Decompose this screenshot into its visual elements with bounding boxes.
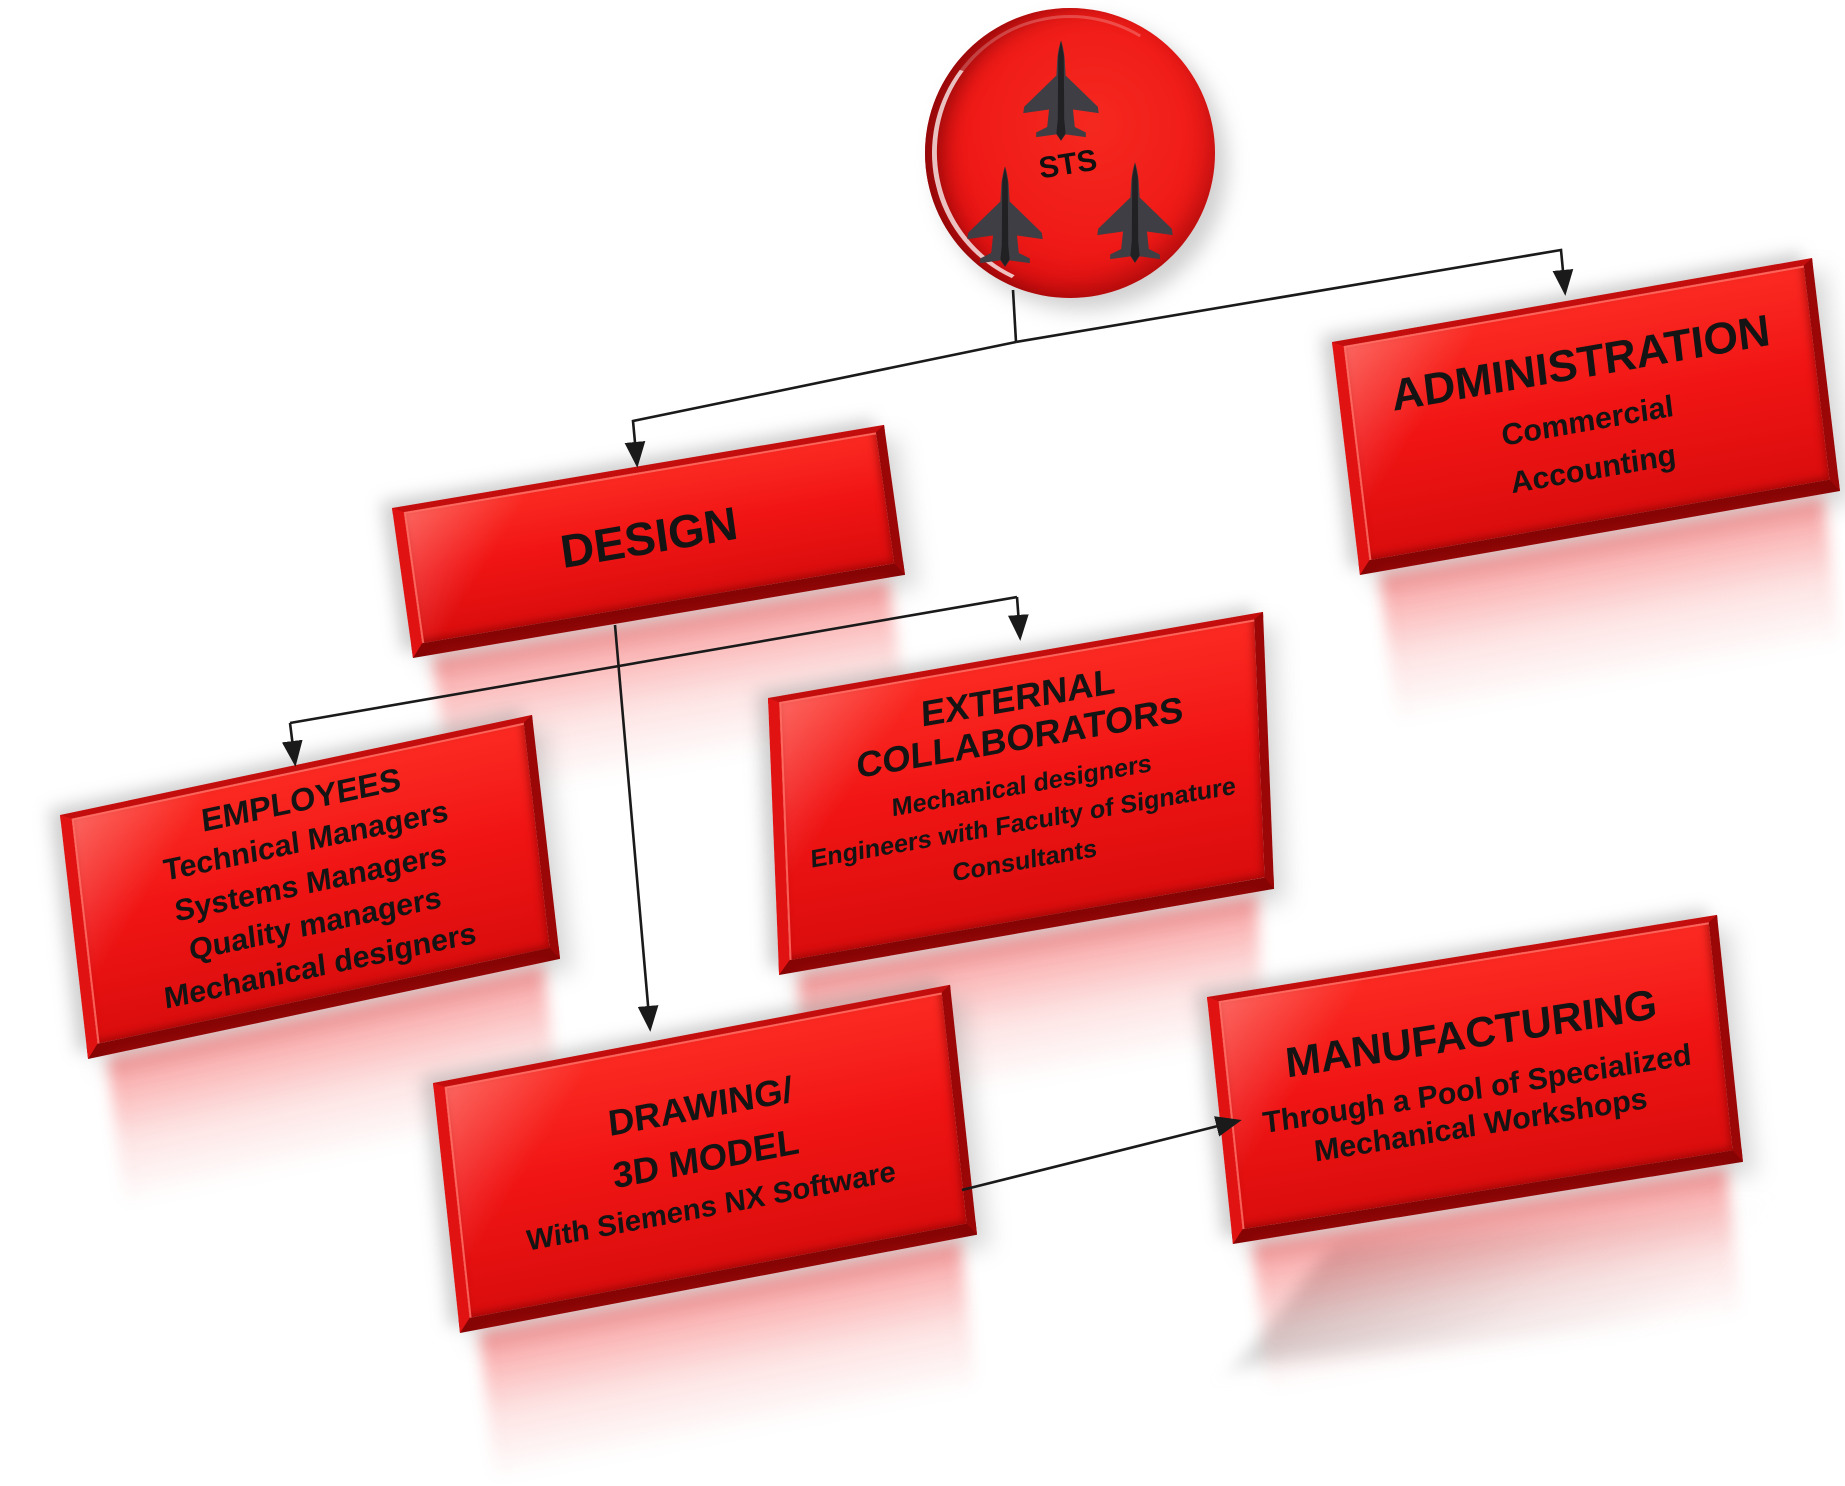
fighter-jet-icon (967, 166, 1043, 267)
org-chart-canvas: { "logo": { "label": "STS", "icons": ["f… (0, 0, 1845, 1348)
node-title: DESIGN (557, 496, 741, 578)
fighter-jet-icon (1097, 162, 1173, 263)
node-administration: ADMINISTRATION Commercial Accounting (1332, 258, 1840, 575)
connector-branch-to-external (1007, 596, 1029, 641)
connector-root-stub (1011, 289, 1018, 343)
node-manufacturing: MANUFACTURING Through a Pool of Speciali… (1207, 914, 1743, 1244)
fighter-jet-icon (1023, 40, 1099, 141)
connector-branch-to-employees (281, 722, 303, 767)
node-design: DESIGN (392, 424, 905, 658)
node-title: ADMINISTRATION (1388, 305, 1773, 421)
connector-drawing-to-manufacturing (961, 1116, 1242, 1192)
node-employees: EMPLOYEES Technical Managers Systems Man… (60, 714, 561, 1059)
sts-logo: STS (902, 0, 1238, 321)
